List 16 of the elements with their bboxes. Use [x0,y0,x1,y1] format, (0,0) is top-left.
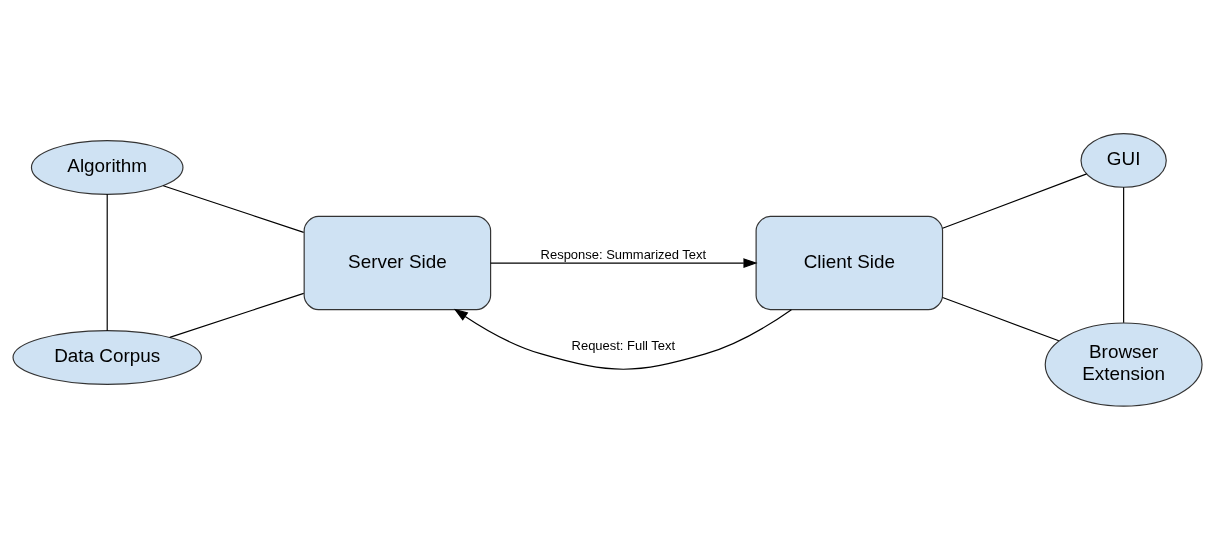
node-ellipse: Algorithm [30,139,184,195]
node-ellipse: GUI [1080,132,1167,188]
connector [106,193,108,331]
connector [169,292,305,338]
arrow [453,308,792,370]
connector [1123,186,1125,323]
node-ellipse: Data Corpus [12,329,202,385]
edge-label: Request: Full Text [571,337,676,353]
connector [942,296,1060,341]
node-ellipse: Browser Extension [1044,321,1203,407]
connector [162,184,305,233]
node-box: Server Side [303,215,492,310]
arrow [490,257,758,268]
edge-label: Response: Summarized Text [540,246,707,262]
node-box: Client Side [755,215,944,310]
connector [942,172,1088,229]
